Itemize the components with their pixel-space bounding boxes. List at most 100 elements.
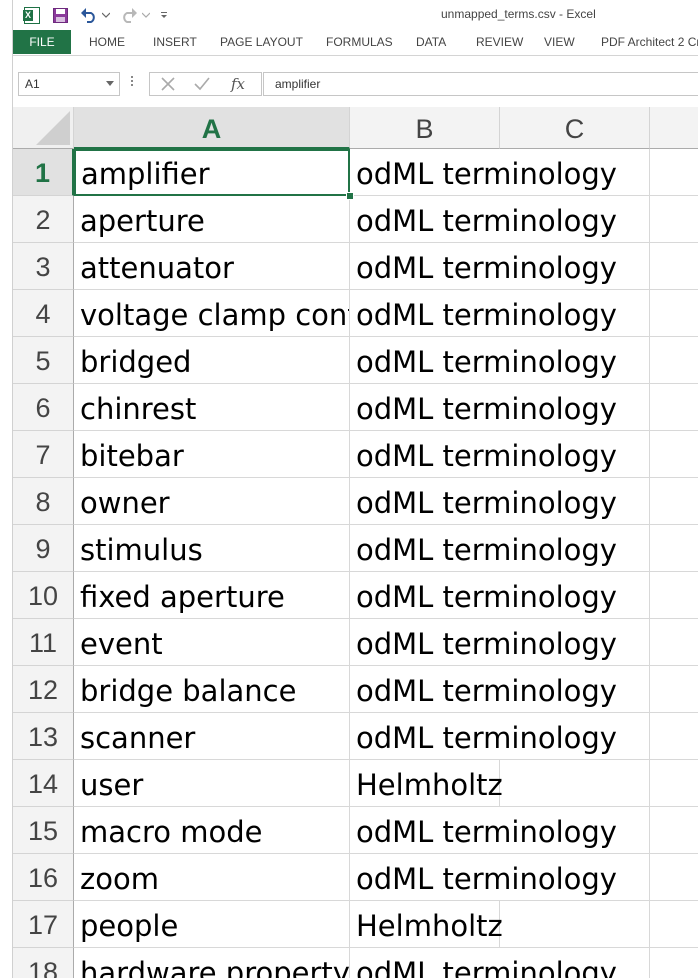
column-header-c[interactable]: C <box>500 107 650 149</box>
cell-d[interactable] <box>650 243 698 290</box>
cell-d[interactable] <box>650 337 698 384</box>
cell-c[interactable] <box>500 572 650 619</box>
tab-review[interactable]: REVIEW <box>476 35 524 49</box>
cell-d[interactable] <box>650 149 698 196</box>
cell-d[interactable] <box>650 901 698 948</box>
cell-a[interactable]: owner <box>74 478 350 525</box>
cell-b[interactable]: odML terminology <box>350 478 617 525</box>
cell-d[interactable] <box>650 196 698 243</box>
fill-handle[interactable] <box>346 192 354 200</box>
insert-function-icon[interactable]: fx <box>230 75 245 93</box>
cell-d[interactable] <box>650 431 698 478</box>
row-header[interactable]: 10 <box>13 572 74 619</box>
cell-d[interactable] <box>650 713 698 760</box>
cell-c[interactable] <box>500 337 650 384</box>
customize-qat-icon[interactable] <box>159 6 169 24</box>
formula-input[interactable]: amplifier <box>263 72 698 96</box>
row-header[interactable]: 9 <box>13 525 74 572</box>
row-header[interactable]: 8 <box>13 478 74 525</box>
undo-icon[interactable] <box>80 6 98 24</box>
cell-b[interactable]: odML terminology <box>350 384 617 431</box>
row-header[interactable]: 13 <box>13 713 74 760</box>
name-box[interactable]: A1 <box>18 72 120 96</box>
row-header[interactable]: 14 <box>13 760 74 807</box>
cell-a[interactable]: amplifier <box>74 149 350 196</box>
cell-d[interactable] <box>650 807 698 854</box>
tab-page-layout[interactable]: PAGE LAYOUT <box>220 35 303 49</box>
redo-dropdown-icon[interactable] <box>142 6 150 24</box>
cell-a[interactable]: bridged <box>74 337 350 384</box>
cell-a[interactable]: bitebar <box>74 431 350 478</box>
cell-a[interactable]: attenuator <box>74 243 350 290</box>
tab-data[interactable]: DATA <box>416 35 447 49</box>
select-all-button[interactable] <box>13 107 74 149</box>
row-header[interactable]: 4 <box>13 290 74 337</box>
column-header-a[interactable]: A <box>74 107 350 149</box>
row-header[interactable]: 5 <box>13 337 74 384</box>
row-header[interactable]: 17 <box>13 901 74 948</box>
row-header[interactable]: 7 <box>13 431 74 478</box>
cell-b[interactable]: odML terminology <box>350 948 617 978</box>
cell-a[interactable]: user <box>74 760 350 807</box>
cell-c[interactable] <box>500 948 650 978</box>
cell-a[interactable]: voltage clamp contr <box>74 290 350 337</box>
row-header[interactable]: 11 <box>13 619 74 666</box>
cell-a[interactable]: event <box>74 619 350 666</box>
cell-c[interactable] <box>500 525 650 572</box>
cell-b[interactable]: odML terminology <box>350 290 617 337</box>
cell-b[interactable]: odML terminology <box>350 337 617 384</box>
cell-a[interactable]: zoom <box>74 854 350 901</box>
cell-a[interactable]: aperture <box>74 196 350 243</box>
cell-b[interactable]: odML terminology <box>350 713 617 760</box>
cell-c[interactable] <box>500 149 650 196</box>
cell-c[interactable] <box>500 854 650 901</box>
tab-insert[interactable]: INSERT <box>153 35 197 49</box>
cell-d[interactable] <box>650 290 698 337</box>
chevron-down-icon[interactable] <box>106 81 114 86</box>
cell-b[interactable]: odML terminology <box>350 666 617 713</box>
cell-c[interactable] <box>500 619 650 666</box>
enter-check-icon[interactable] <box>190 74 214 94</box>
cell-d[interactable] <box>650 384 698 431</box>
row-header[interactable]: 16 <box>13 854 74 901</box>
tab-formulas[interactable]: FORMULAS <box>326 35 393 49</box>
cell-b[interactable]: odML terminology <box>350 619 617 666</box>
cell-c[interactable] <box>500 384 650 431</box>
cell-b[interactable]: odML terminology <box>350 149 617 196</box>
cell-a[interactable]: people <box>74 901 350 948</box>
cell-a[interactable]: macro mode <box>74 807 350 854</box>
row-header[interactable]: 1 <box>13 149 74 196</box>
cell-c[interactable] <box>500 807 650 854</box>
cell-b[interactable]: odML terminology <box>350 525 617 572</box>
cell-c[interactable] <box>500 666 650 713</box>
row-header[interactable]: 2 <box>13 196 74 243</box>
excel-logo-icon[interactable]: X <box>23 6 41 24</box>
tab-view[interactable]: VIEW <box>544 35 575 49</box>
row-header[interactable]: 3 <box>13 243 74 290</box>
cell-a[interactable]: fixed aperture <box>74 572 350 619</box>
cell-b[interactable]: odML terminology <box>350 196 617 243</box>
cell-b[interactable]: Helmholtz <box>350 760 503 807</box>
row-header[interactable]: 18 <box>13 948 74 978</box>
row-header[interactable]: 12 <box>13 666 74 713</box>
save-icon[interactable] <box>51 6 69 24</box>
cell-d[interactable] <box>650 760 698 807</box>
cell-c[interactable] <box>500 243 650 290</box>
row-header[interactable]: 6 <box>13 384 74 431</box>
drag-handle-icon[interactable] <box>131 74 134 90</box>
tab-file[interactable]: FILE <box>13 30 71 54</box>
column-header-b[interactable]: B <box>350 107 500 149</box>
tab-home[interactable]: HOME <box>89 35 125 49</box>
cell-c[interactable] <box>500 196 650 243</box>
cell-a[interactable]: bridge balance <box>74 666 350 713</box>
cell-d[interactable] <box>650 572 698 619</box>
cell-b[interactable]: odML terminology <box>350 572 617 619</box>
cell-b[interactable]: odML terminology <box>350 807 617 854</box>
cell-b[interactable]: odML terminology <box>350 243 617 290</box>
cell-b[interactable]: odML terminology <box>350 431 617 478</box>
cell-b[interactable]: odML terminology <box>350 854 617 901</box>
cell-d[interactable] <box>650 854 698 901</box>
cell-c[interactable] <box>500 901 650 948</box>
cell-c[interactable] <box>500 290 650 337</box>
column-header-d-partial[interactable] <box>650 107 698 149</box>
